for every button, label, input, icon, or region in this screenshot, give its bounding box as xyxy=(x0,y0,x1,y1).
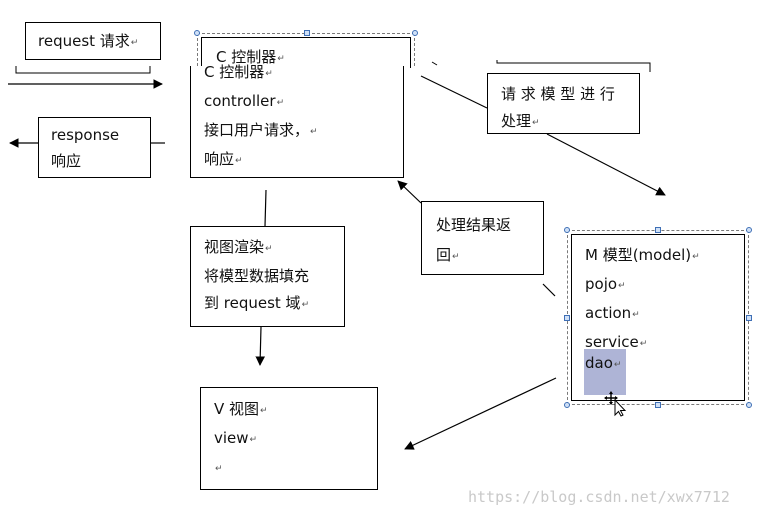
paragraph-mark-icon: ↵ xyxy=(265,244,273,254)
paragraph-mark-icon: ↵ xyxy=(632,310,640,320)
request-model-box[interactable]: 请 求 模 型 进 行 处理↵ xyxy=(487,73,640,134)
process-result-line-1: 处理结果返 xyxy=(436,216,512,234)
controller-line-2: controller xyxy=(204,92,276,110)
controller-to-model-arrow-a xyxy=(420,75,488,109)
model-line-1: M 模型(model) xyxy=(585,246,692,264)
response-box[interactable]: response 响应 xyxy=(38,117,151,178)
controller-tick xyxy=(431,61,438,66)
paragraph-mark-icon: ↵ xyxy=(249,435,258,445)
paragraph-mark-icon: ↵ xyxy=(618,281,626,291)
model-to-controller-arrow-b xyxy=(397,180,422,204)
selection-handle[interactable] xyxy=(655,227,661,233)
controller-header-clipped: C 控制器 xyxy=(216,48,277,66)
request-model-line-1: 请 求 模 型 进 行 xyxy=(501,85,615,103)
paragraph-mark-icon: ↵ xyxy=(301,300,310,310)
view-render-line-1: 视图渲染 xyxy=(204,238,265,256)
view-render-line-3: 到 request 域 xyxy=(204,294,301,312)
model-box[interactable]: M 模型(model)↵ pojo↵ action↵ service↵ dao↵ xyxy=(571,234,745,401)
controller-line-4: 响应 xyxy=(204,150,235,168)
model-line-5: dao xyxy=(585,354,613,372)
selection-handle[interactable] xyxy=(746,227,752,233)
view-box[interactable]: V 视图↵ view↵ ↵ xyxy=(200,387,378,490)
selected-text-highlight[interactable] xyxy=(584,349,626,395)
selection-handle[interactable] xyxy=(746,315,752,321)
controller-to-model-arrow-b xyxy=(546,133,666,196)
paragraph-mark-icon: ↵ xyxy=(639,339,648,349)
model-line-3: action xyxy=(585,304,632,322)
move-cursor-icon xyxy=(604,391,627,417)
controller-line-3: 接口用户请求， xyxy=(204,121,310,139)
model-line-4: service xyxy=(585,333,639,351)
paragraph-mark-icon: ↵ xyxy=(215,464,223,474)
clipped-box-edge xyxy=(496,60,651,72)
paragraph-mark-icon: ↵ xyxy=(532,118,540,128)
selection-handle[interactable] xyxy=(412,30,418,36)
controller-box[interactable]: C 控制器↵ controller↵ 接口用户请求，↵ 响应↵ xyxy=(190,63,404,178)
model-to-view-arrow xyxy=(404,377,557,450)
paragraph-mark-icon: ↵ xyxy=(260,406,268,416)
view-line-2: view xyxy=(214,429,249,447)
watermark: https://blog.csdn.net/xwx7712 xyxy=(468,488,730,506)
paragraph-mark-icon: ↵ xyxy=(613,360,622,370)
paragraph-mark-icon: ↵ xyxy=(265,69,273,79)
model-to-controller-arrow-a xyxy=(542,283,556,297)
selection-handle[interactable] xyxy=(194,30,200,36)
view-line-1: V 视图 xyxy=(214,400,260,418)
controller-line-1: C 控制器 xyxy=(204,63,265,81)
model-line-2: pojo xyxy=(585,275,618,293)
process-result-line-2: 回 xyxy=(436,246,452,264)
response-line-1: response xyxy=(51,126,120,144)
paragraph-mark-icon: ↵ xyxy=(130,38,139,48)
render-to-view-arrow xyxy=(255,326,266,366)
selection-handle[interactable] xyxy=(746,402,752,408)
request-box[interactable]: request 请求↵ xyxy=(25,22,161,60)
view-render-box[interactable]: 视图渲染↵ 将模型数据填充 到 request 域↵ xyxy=(190,226,345,327)
selection-handle[interactable] xyxy=(655,402,661,408)
request-label: request 请求 xyxy=(38,32,130,50)
paragraph-mark-icon: ↵ xyxy=(277,54,285,64)
selection-handle[interactable] xyxy=(304,30,310,36)
view-render-line-2: 将模型数据填充 xyxy=(204,267,310,285)
response-line-2: 响应 xyxy=(51,152,82,170)
selection-handle[interactable] xyxy=(564,227,570,233)
paragraph-mark-icon: ↵ xyxy=(692,252,700,262)
selection-handle[interactable] xyxy=(564,402,570,408)
selection-handle[interactable] xyxy=(564,315,570,321)
process-result-box[interactable]: 处理结果返 回↵ xyxy=(421,201,544,275)
paragraph-mark-icon: ↵ xyxy=(452,252,460,262)
request-model-line-2: 处理 xyxy=(501,112,532,130)
request-bracket xyxy=(15,66,151,74)
paragraph-mark-icon: ↵ xyxy=(310,127,318,137)
controller-to-render-line xyxy=(264,189,267,227)
paragraph-mark-icon: ↵ xyxy=(235,156,243,166)
paragraph-mark-icon: ↵ xyxy=(276,98,285,108)
